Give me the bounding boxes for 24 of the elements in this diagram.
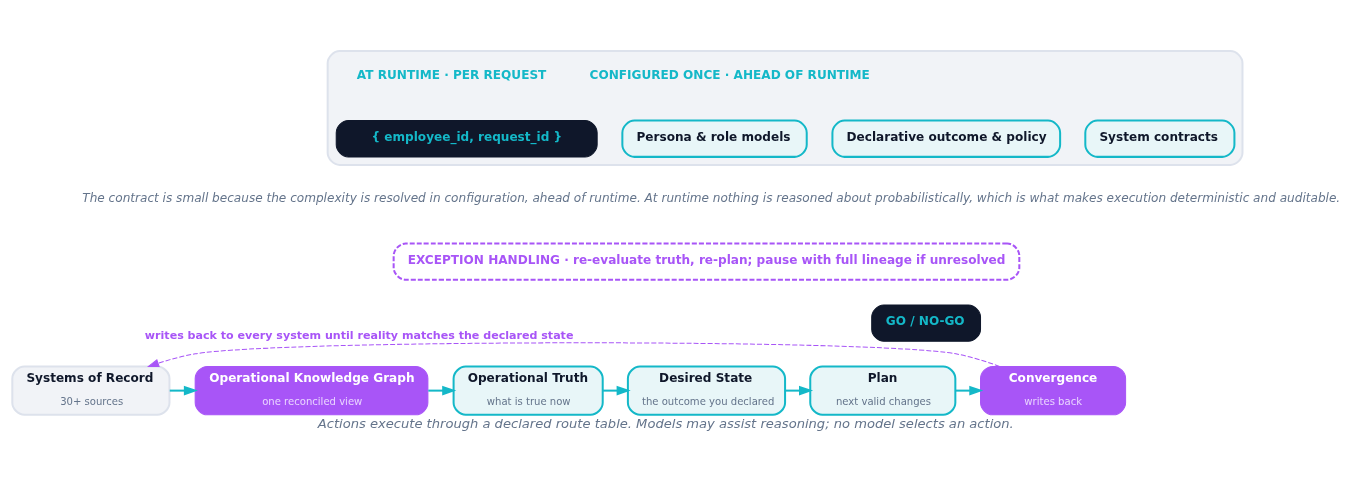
node-box: GO / NO-GO (871, 303, 982, 342)
arrow (603, 385, 631, 396)
arrow (169, 385, 198, 396)
arrow (146, 341, 1001, 367)
arrow (428, 385, 457, 396)
node-box: Plan next valid changes (809, 364, 957, 416)
label: The contract is small because the complexity is resolved in configuration, ahead of runtime. At runtime nothing is reasoned about probabilistically, which is what makes execution deterministic and auditable. (82, 190, 1341, 205)
node-box: Desired State the outcome you declared (626, 364, 787, 416)
arrow (785, 385, 814, 396)
node-box: EXCEPTION HANDLING · re-evaluate truth, re-plan; pause with full lineage if unresolved (392, 242, 1021, 281)
node-box: Declarative outcome & policy (831, 119, 1062, 158)
node-box: Operational Truth what is true now (452, 364, 604, 416)
arrow (955, 385, 984, 396)
label: AT RUNTIME · PER REQUEST (356, 67, 547, 82)
label: CONFIGURED ONCE · AHEAD OF RUNTIME (589, 67, 870, 82)
node-box: System contracts (1084, 119, 1236, 158)
node-box: Persona & role models (621, 119, 808, 158)
edge-label: writes back to every system until reality matches the declared state (144, 328, 574, 342)
node-box: Convergence writes back (980, 365, 1127, 415)
caption: Actions execute through a declared route table. Models may assist reasoning; no model selects an action. (317, 415, 1014, 431)
node-box: { employee_id, request_id } (335, 119, 598, 157)
node-box: Operational Knowledge Graph one reconciled view (194, 365, 429, 415)
node-box: Systems of Record 30+ sources (11, 364, 171, 416)
cluster (326, 49, 1244, 166)
